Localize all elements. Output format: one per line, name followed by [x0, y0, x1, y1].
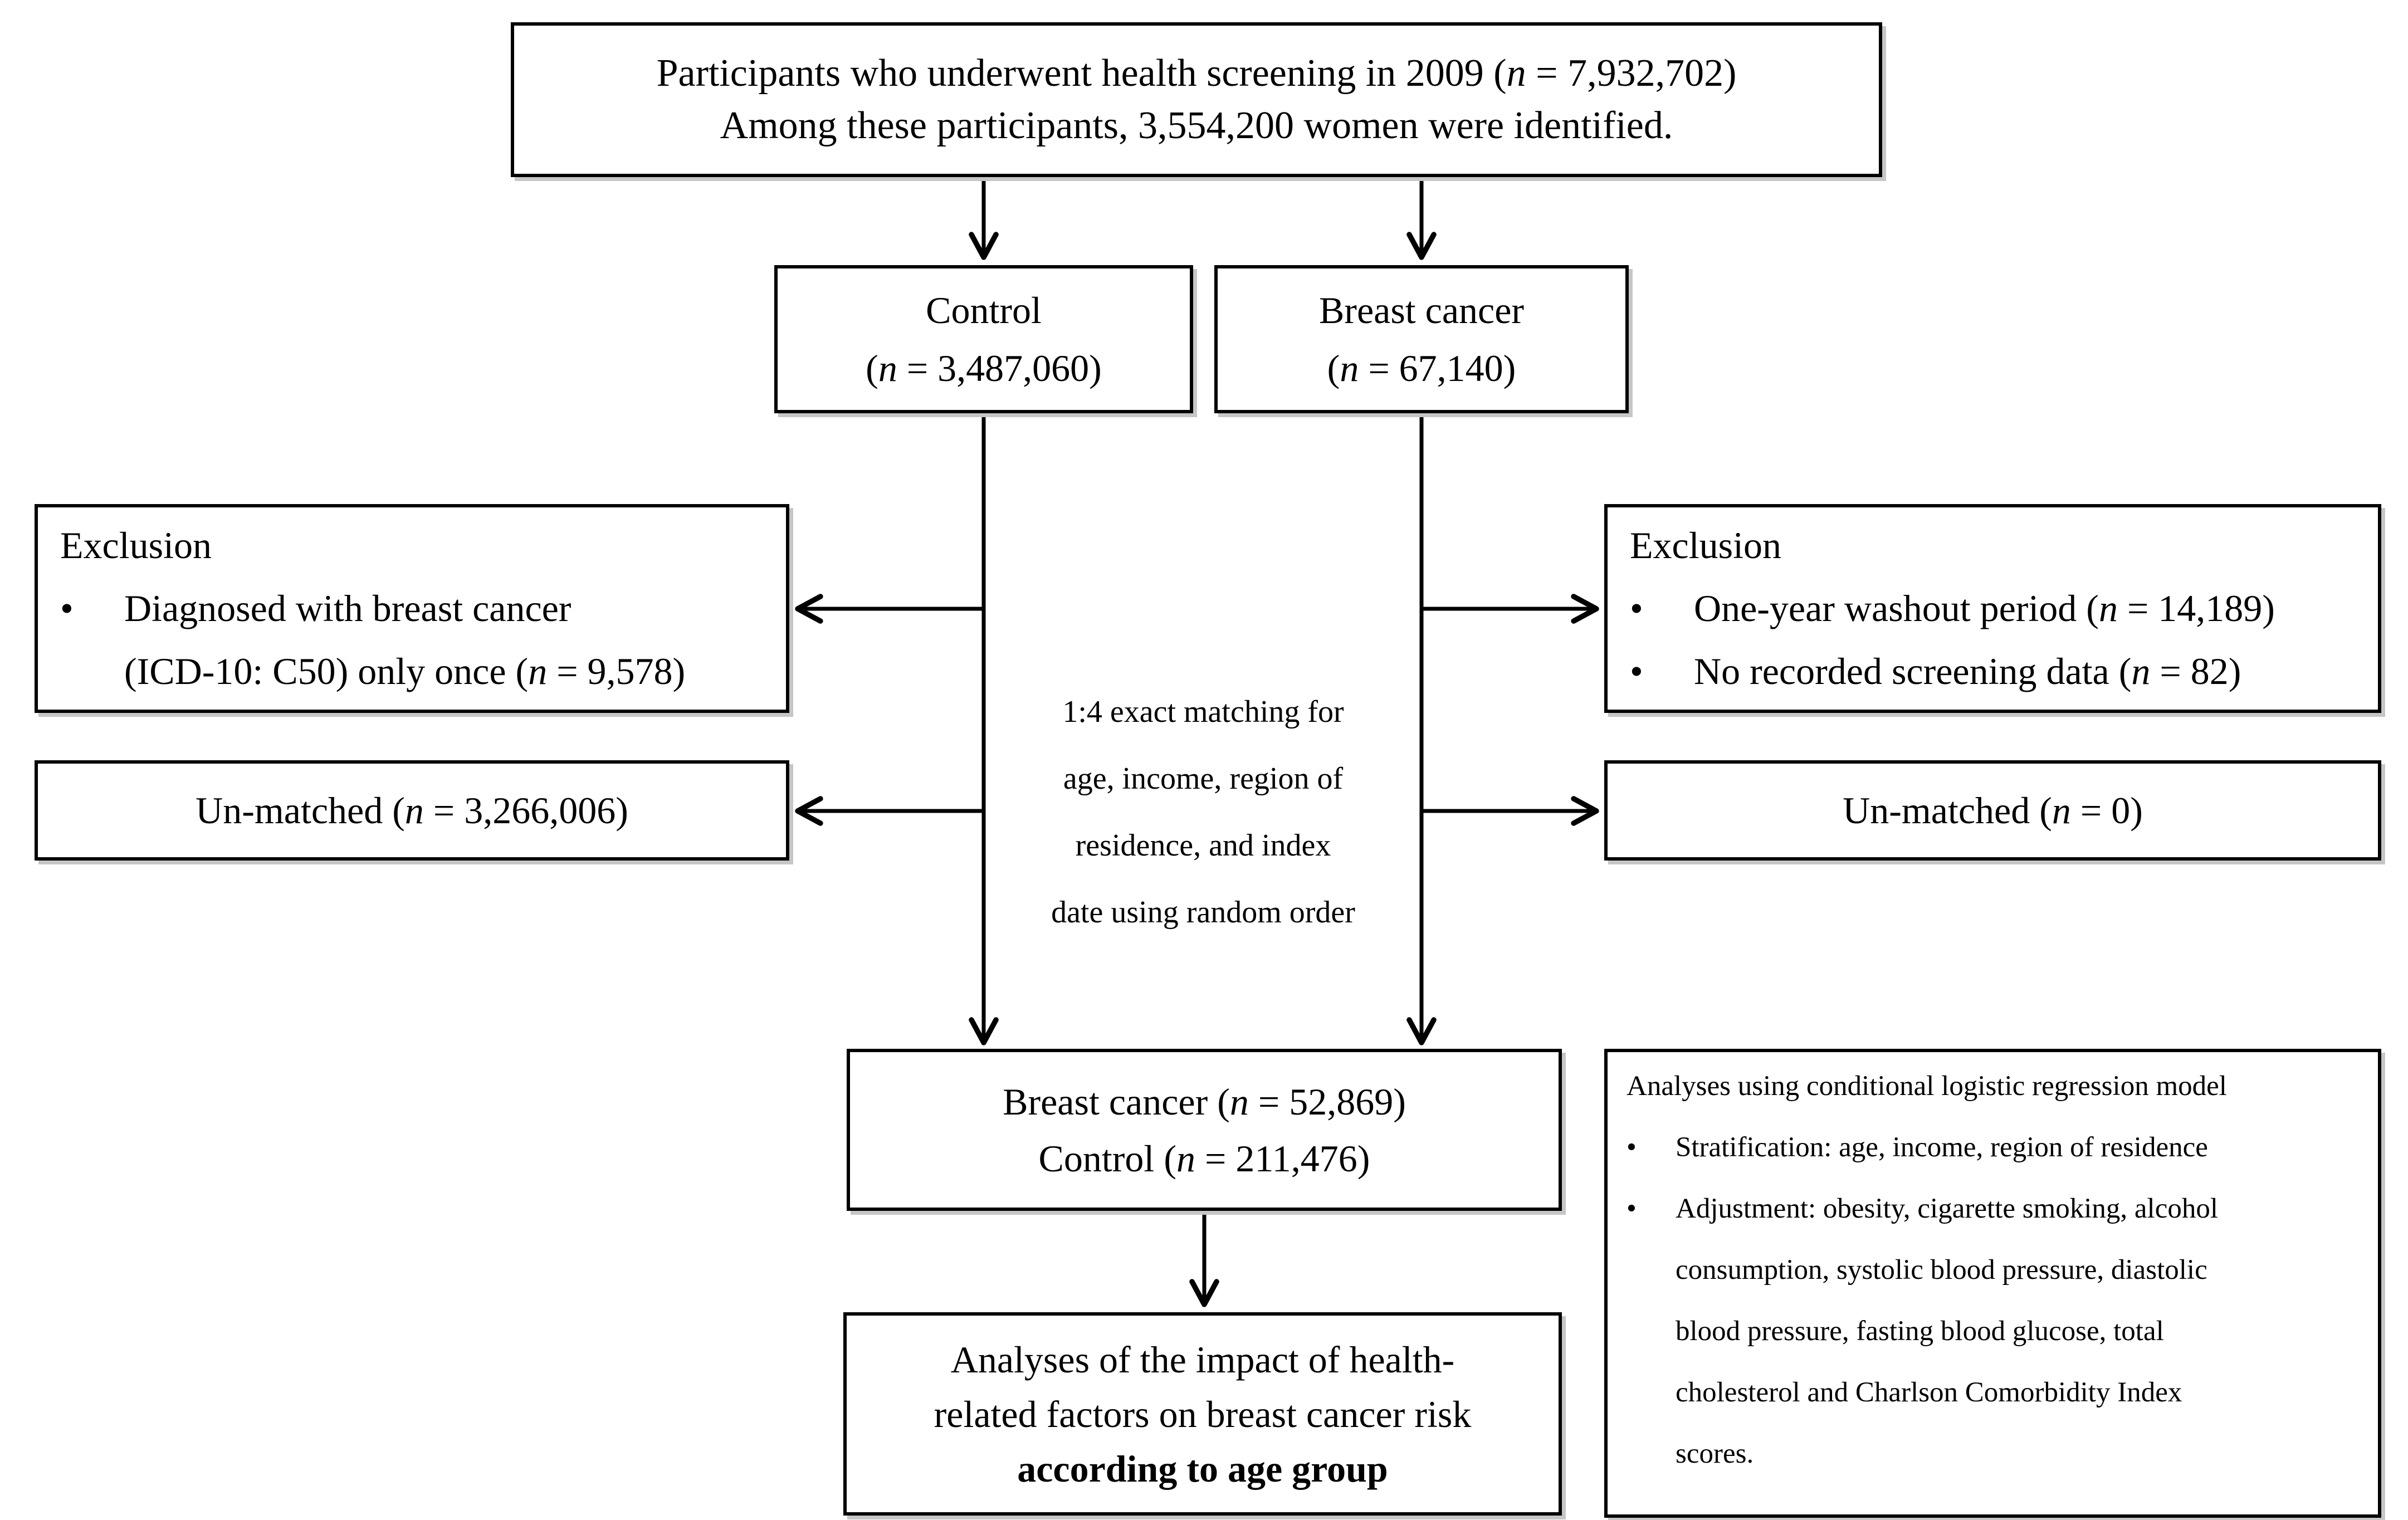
- methods-bullet-2-line-1: Adjustment: obesity, cigarette smoking, …: [1676, 1193, 2219, 1224]
- bullet-icon: •: [1627, 1193, 1637, 1224]
- exclusion-right-bullet-2-text: No recorded screening data (n = 82): [1694, 650, 2241, 692]
- exclusion-right-heading: Exclusion: [1630, 524, 1781, 566]
- methods-bullet-2-line-2: consumption, systolic blood pressure, di…: [1676, 1254, 2207, 1286]
- exclusion-left-heading: Exclusion: [60, 524, 212, 566]
- methods-bullet-2-line-5: scores.: [1676, 1438, 1754, 1469]
- bullet-icon: •: [1627, 1132, 1637, 1163]
- exclusion-right-box: Exclusion • One-year washout period (n =…: [1604, 504, 2381, 713]
- bullet-icon: •: [1630, 650, 1643, 692]
- matching-note-line-4: date using random order: [1051, 895, 1355, 930]
- final-analyses-line-1: Analyses of the impact of health-: [950, 1338, 1455, 1381]
- screening-line-2: Among these participants, 3,554,200 wome…: [720, 104, 1673, 147]
- control-label: Control: [926, 289, 1042, 331]
- unmatched-right-box: Un-matched (n = 0): [1604, 760, 2381, 861]
- methods-box: Analyses using conditional logistic regr…: [1604, 1049, 2381, 1518]
- breast-cancer-label: Breast cancer: [1318, 289, 1525, 331]
- exclusion-left-box: Exclusion • Diagnosed with breast cancer…: [35, 504, 789, 713]
- final-analyses-line-2: related factors on breast cancer risk: [934, 1392, 1472, 1435]
- exclusion-right-bullet-2: • No recorded screening data (n = 82): [1630, 640, 2362, 703]
- matching-note: 1:4 exact matching for age, income, regi…: [997, 678, 1409, 946]
- methods-bullet-2-line-4: cholesterol and Charlson Comorbidity Ind…: [1676, 1377, 2182, 1408]
- screening-line-1: Participants who underwent health screen…: [656, 52, 1737, 95]
- screening-box: Participants who underwent health screen…: [511, 22, 1882, 177]
- exclusion-left-bullet: • Diagnosed with breast cancer (ICD-10: …: [60, 577, 770, 703]
- bullet-icon: •: [1630, 587, 1643, 629]
- matched-control-count: Control (n = 211,476): [1038, 1137, 1370, 1180]
- control-count: (n = 3,487,060): [866, 347, 1102, 389]
- methods-bullet-2: • Adjustment: obesity, cigarette smoking…: [1627, 1178, 2365, 1484]
- matching-note-line-2: age, income, region of: [1063, 761, 1344, 796]
- exclusion-left-bullet-line-1: Diagnosed with breast cancer: [124, 587, 572, 629]
- exclusion-right-bullet-1: • One-year washout period (n = 14,189): [1630, 577, 2362, 640]
- matched-box: Breast cancer (n = 52,869) Control (n = …: [847, 1049, 1562, 1211]
- breast-cancer-box: Breast cancer (n = 67,140): [1214, 265, 1629, 413]
- unmatched-right-text: Un-matched (n = 0): [1843, 789, 2143, 832]
- methods-bullet-1-line-1: Stratification: age, income, region of r…: [1676, 1132, 2208, 1163]
- final-analyses-line-3: according to age group: [1017, 1447, 1388, 1490]
- methods-bullet-2-line-3: blood pressure, fasting blood glucose, t…: [1676, 1316, 2164, 1347]
- exclusion-left-bullet-line-2: (ICD-10: C50) only once (n = 9,578): [124, 650, 686, 692]
- methods-bullet-1: • Stratification: age, income, region of…: [1627, 1117, 2365, 1178]
- matching-note-line-3: residence, and index: [1075, 828, 1331, 863]
- final-analyses-box: Analyses of the impact of health- relate…: [843, 1312, 1562, 1516]
- matched-breast-cancer-count: Breast cancer (n = 52,869): [1003, 1080, 1406, 1123]
- methods-heading: Analyses using conditional logistic regr…: [1627, 1071, 2227, 1102]
- exclusion-right-bullet-1-text: One-year washout period (n = 14,189): [1694, 587, 2275, 629]
- control-box: Control (n = 3,487,060): [774, 265, 1193, 413]
- matching-note-line-1: 1:4 exact matching for: [1062, 695, 1344, 729]
- bullet-icon: •: [60, 587, 74, 629]
- unmatched-left-text: Un-matched (n = 3,266,006): [196, 789, 628, 832]
- unmatched-left-box: Un-matched (n = 3,266,006): [35, 760, 789, 861]
- breast-cancer-count: (n = 67,140): [1327, 347, 1516, 389]
